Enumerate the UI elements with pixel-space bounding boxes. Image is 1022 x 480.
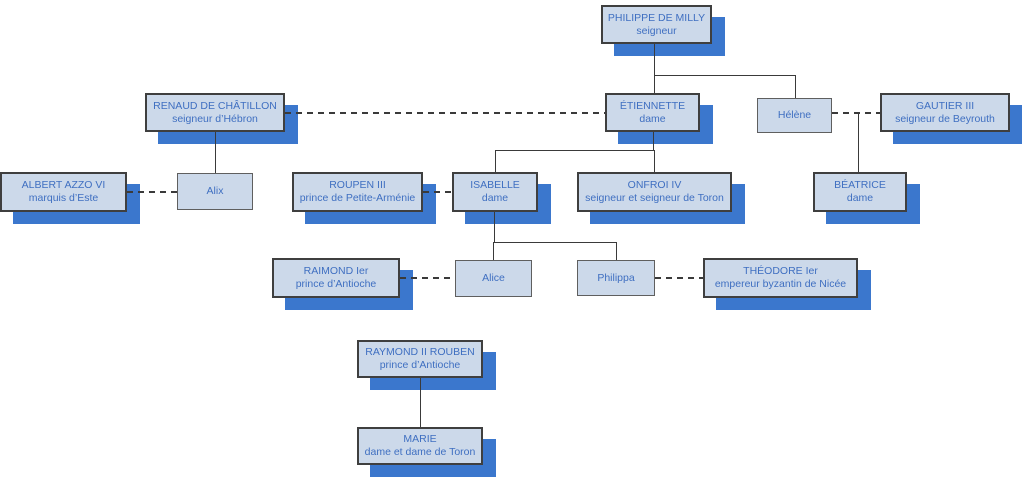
person-title: dame <box>481 192 509 204</box>
person-title: empereur byzantin de Nicée <box>714 278 847 290</box>
person-alice[interactable]: Alice <box>455 260 532 297</box>
marriage-line <box>423 191 452 193</box>
person-name: RAIMOND Ier <box>303 265 369 277</box>
person-alix[interactable]: Alix <box>177 173 253 210</box>
person-title: prince d’Antioche <box>295 278 377 290</box>
person-title: prince de Petite-Arménie <box>299 192 416 204</box>
person-onfroi-iv[interactable]: ONFROI IV seigneur et seigneur de Toron <box>577 172 732 212</box>
person-etiennette[interactable]: ÉTIENNETTE dame <box>605 93 700 132</box>
person-theodore-ier[interactable]: THÉODORE Ier empereur byzantin de Nicée <box>703 258 858 298</box>
connector-line <box>654 44 655 93</box>
person-title: dame <box>639 112 666 125</box>
person-name: MARIE <box>403 433 437 445</box>
person-raimond-ier[interactable]: RAIMOND Ier prince d’Antioche <box>272 258 400 298</box>
connector-line <box>653 132 654 150</box>
marriage-line <box>127 191 177 193</box>
person-helene[interactable]: Hélène <box>757 98 832 133</box>
person-title: seigneur d’Hébron <box>172 112 258 125</box>
person-isabelle[interactable]: ISABELLE dame <box>452 172 538 212</box>
connector-line <box>616 242 617 260</box>
person-name: ÉTIENNETTE <box>619 99 686 112</box>
person-title: prince d’Antioche <box>379 359 461 371</box>
person-name: ALBERT AZZO VI <box>21 179 106 191</box>
connector-line <box>795 75 796 98</box>
person-title: seigneur <box>636 24 677 37</box>
person-title: seigneur de Beyrouth <box>895 112 995 125</box>
connector-line <box>495 150 496 172</box>
person-raymond-ii-rouben[interactable]: RAYMOND II ROUBEN prince d’Antioche <box>357 340 483 378</box>
person-marie[interactable]: MARIE dame et dame de Toron <box>357 427 483 465</box>
person-name: Alix <box>206 185 224 197</box>
person-name: GAUTIER III <box>915 99 975 112</box>
person-renaud-de-chatillon[interactable]: RENAUD DE CHÂTILLON seigneur d’Hébron <box>145 93 285 132</box>
person-gautier-iii[interactable]: GAUTIER III seigneur de Beyrouth <box>880 93 1010 132</box>
connector-line <box>420 378 421 427</box>
person-name: ISABELLE <box>470 179 520 191</box>
connector-line <box>493 242 494 260</box>
connector-line <box>495 150 654 151</box>
connector-line <box>494 212 495 242</box>
person-name: RENAUD DE CHÂTILLON <box>153 99 277 112</box>
person-name: ONFROI IV <box>627 179 682 191</box>
connector-line <box>215 132 216 173</box>
marriage-line <box>285 112 605 114</box>
person-beatrice[interactable]: BÉATRICE dame <box>813 172 907 212</box>
connector-line <box>858 113 859 172</box>
connector-line <box>493 242 616 243</box>
person-name: BÉATRICE <box>834 179 886 191</box>
connector-line <box>654 75 795 76</box>
person-name: Hélène <box>777 109 812 121</box>
person-name: PHILIPPE DE MILLY <box>607 11 706 24</box>
connector-line <box>654 150 655 172</box>
marriage-line <box>655 277 703 279</box>
marriage-line <box>832 112 880 114</box>
person-title: marquis d’Este <box>28 192 99 204</box>
person-philippe-de-milly[interactable]: PHILIPPE DE MILLY seigneur <box>601 5 712 44</box>
person-albert-azzo-vi[interactable]: ALBERT AZZO VI marquis d’Este <box>0 172 127 212</box>
person-name: Philippa <box>597 271 635 284</box>
person-name: Alice <box>482 272 505 284</box>
marriage-line <box>400 277 455 279</box>
person-name: ROUPEN III <box>329 179 386 191</box>
person-philippa[interactable]: Philippa <box>577 260 655 296</box>
person-title: dame et dame de Toron <box>364 446 476 458</box>
person-title: seigneur et seigneur de Toron <box>585 192 724 204</box>
person-name: RAYMOND II ROUBEN <box>365 346 475 358</box>
person-title: dame <box>846 192 874 204</box>
person-name: THÉODORE Ier <box>743 265 818 277</box>
person-roupen-iii[interactable]: ROUPEN III prince de Petite-Arménie <box>292 172 423 212</box>
